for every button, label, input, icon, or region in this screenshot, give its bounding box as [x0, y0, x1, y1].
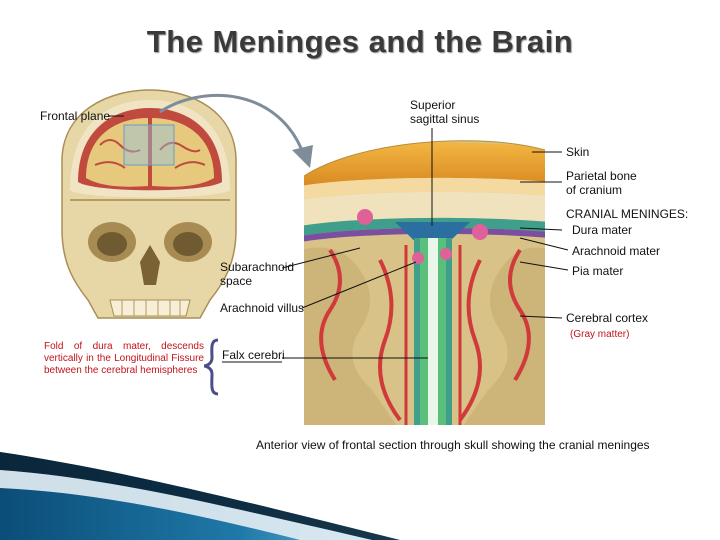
label-pia-mater: Pia mater	[572, 264, 624, 278]
label-subarachnoid-space: Subarachnoid space	[220, 260, 294, 288]
label-frontal-plane: Frontal plane	[40, 109, 111, 123]
label-dura-mater: Dura mater	[572, 223, 633, 237]
label-cerebral-cortex: Cerebral cortex	[566, 311, 649, 325]
label-superior-sagittal-sinus: Superior sagittal sinus	[410, 98, 479, 126]
leader-lines	[108, 115, 569, 363]
label-falx-cerebri: Falx cerebri	[222, 348, 285, 362]
arachnoid-villus-right	[472, 224, 488, 240]
label-subarachnoid-line1: Subarachnoid	[220, 260, 295, 274]
frontal-plane-highlight	[123, 124, 175, 166]
label-parietal-bone: Parietal bone of cranium	[566, 169, 637, 197]
arachnoid-villus-left	[357, 209, 373, 225]
arrowhead-icon	[292, 145, 313, 168]
label-subarachnoid-line2: space	[220, 274, 253, 288]
label-arachnoid-mater: Arachnoid mater	[572, 244, 661, 258]
label-arachnoid-villus: Arachnoid villus	[220, 301, 305, 315]
label-superior-line1: Superior	[410, 98, 456, 112]
skull-illustration	[61, 89, 237, 319]
falx-cerebri-note: Fold of dura mater, descends vertically …	[44, 341, 204, 376]
meninges-cross-section	[304, 140, 545, 426]
slide-title: The Meninges and the Brain	[146, 24, 574, 59]
corner-decoration	[0, 452, 400, 540]
label-parietal-line2: of cranium	[566, 183, 623, 197]
zoom-arrow	[159, 94, 307, 159]
label-parietal-line1: Parietal bone	[566, 169, 637, 183]
curly-bracket-icon	[203, 338, 219, 396]
figure-caption: Anterior view of frontal section through…	[256, 438, 650, 452]
label-skin: Skin	[566, 145, 590, 159]
label-superior-line2: sagittal sinus	[410, 112, 480, 126]
label-gray-matter: (Gray matter)	[570, 329, 630, 340]
label-cranial-meninges: CRANIAL MENINGES:	[566, 207, 689, 221]
